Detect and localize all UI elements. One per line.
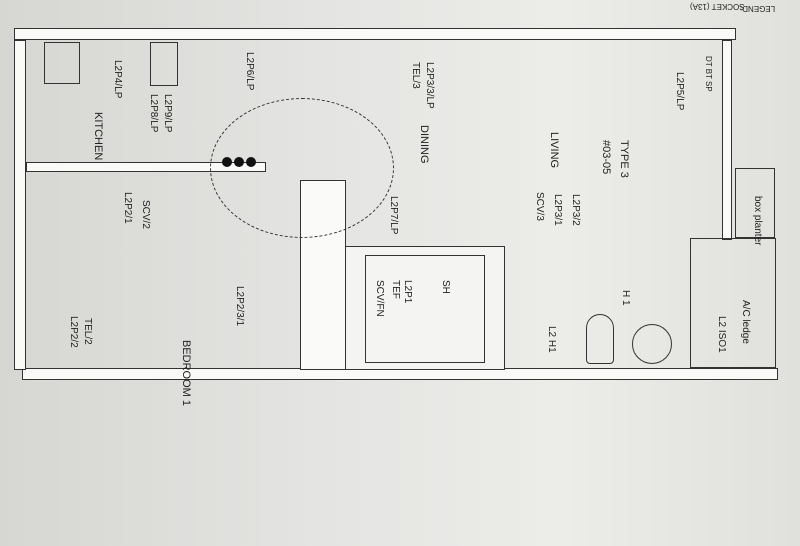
point-label: L2P3/1 bbox=[552, 194, 563, 226]
point-label: L2P2/1 bbox=[122, 192, 133, 224]
box-planter-area bbox=[735, 168, 775, 238]
kitchen-sink bbox=[44, 42, 80, 84]
top-wall bbox=[14, 28, 736, 40]
point-label: L2 H1 bbox=[546, 326, 557, 353]
point-label: L2P1 bbox=[402, 280, 413, 304]
point-label: L2P7/LP bbox=[388, 196, 399, 235]
point-label: DT BT SP bbox=[704, 56, 713, 92]
toilet bbox=[586, 314, 614, 364]
legend-socket: SOCKET (13A) bbox=[690, 2, 745, 11]
light-point bbox=[246, 157, 256, 167]
room-dining: DINING bbox=[418, 125, 430, 164]
right-wall bbox=[722, 40, 732, 240]
box-planter-label: box planter bbox=[752, 196, 763, 246]
point-label: H 1 bbox=[620, 290, 631, 306]
door-swing-arc bbox=[210, 98, 394, 238]
basin bbox=[632, 324, 672, 364]
unit-type: TYPE 3 bbox=[618, 140, 630, 178]
point-label: L2P2/3/1 bbox=[234, 286, 245, 327]
point-label: TEF bbox=[390, 280, 401, 299]
point-label: L2 ISO1 bbox=[716, 316, 727, 353]
point-label: L2P3/3/LP bbox=[424, 62, 435, 109]
ac-ledge-area bbox=[690, 238, 776, 368]
point-label: SCV/3 bbox=[534, 192, 545, 221]
ac-ledge-label: A/C ledge bbox=[740, 300, 751, 344]
point-label: L2P2/2 bbox=[68, 316, 79, 348]
point-label: SH bbox=[440, 280, 451, 294]
bathroom-1 bbox=[345, 246, 505, 370]
left-wall bbox=[14, 40, 26, 370]
light-point bbox=[234, 157, 244, 167]
point-label: SCV/FN bbox=[374, 280, 385, 317]
point-label: L2P6/LP bbox=[244, 52, 255, 91]
point-label: TEL/2 bbox=[82, 318, 93, 345]
point-label: SCV/2 bbox=[140, 200, 151, 229]
point-label: L2P5/LP bbox=[674, 72, 685, 111]
kitchen-hob bbox=[150, 42, 178, 86]
legend-title: LEGEND: bbox=[740, 4, 776, 13]
room-bedroom-1: BEDROOM 1 bbox=[180, 340, 192, 407]
light-point bbox=[222, 157, 232, 167]
unit-number: #03-05 bbox=[600, 140, 612, 175]
point-label: L2P9/LP bbox=[162, 94, 173, 133]
shower-area bbox=[365, 255, 485, 363]
point-label: L2P4/LP bbox=[112, 60, 123, 99]
room-living: LIVING bbox=[548, 132, 560, 169]
point-label: TEL/3 bbox=[410, 62, 421, 89]
point-label: L2P3/2 bbox=[570, 194, 581, 226]
point-label: L2P8/LP bbox=[148, 94, 159, 133]
room-kitchen: KITCHEN bbox=[92, 112, 104, 161]
